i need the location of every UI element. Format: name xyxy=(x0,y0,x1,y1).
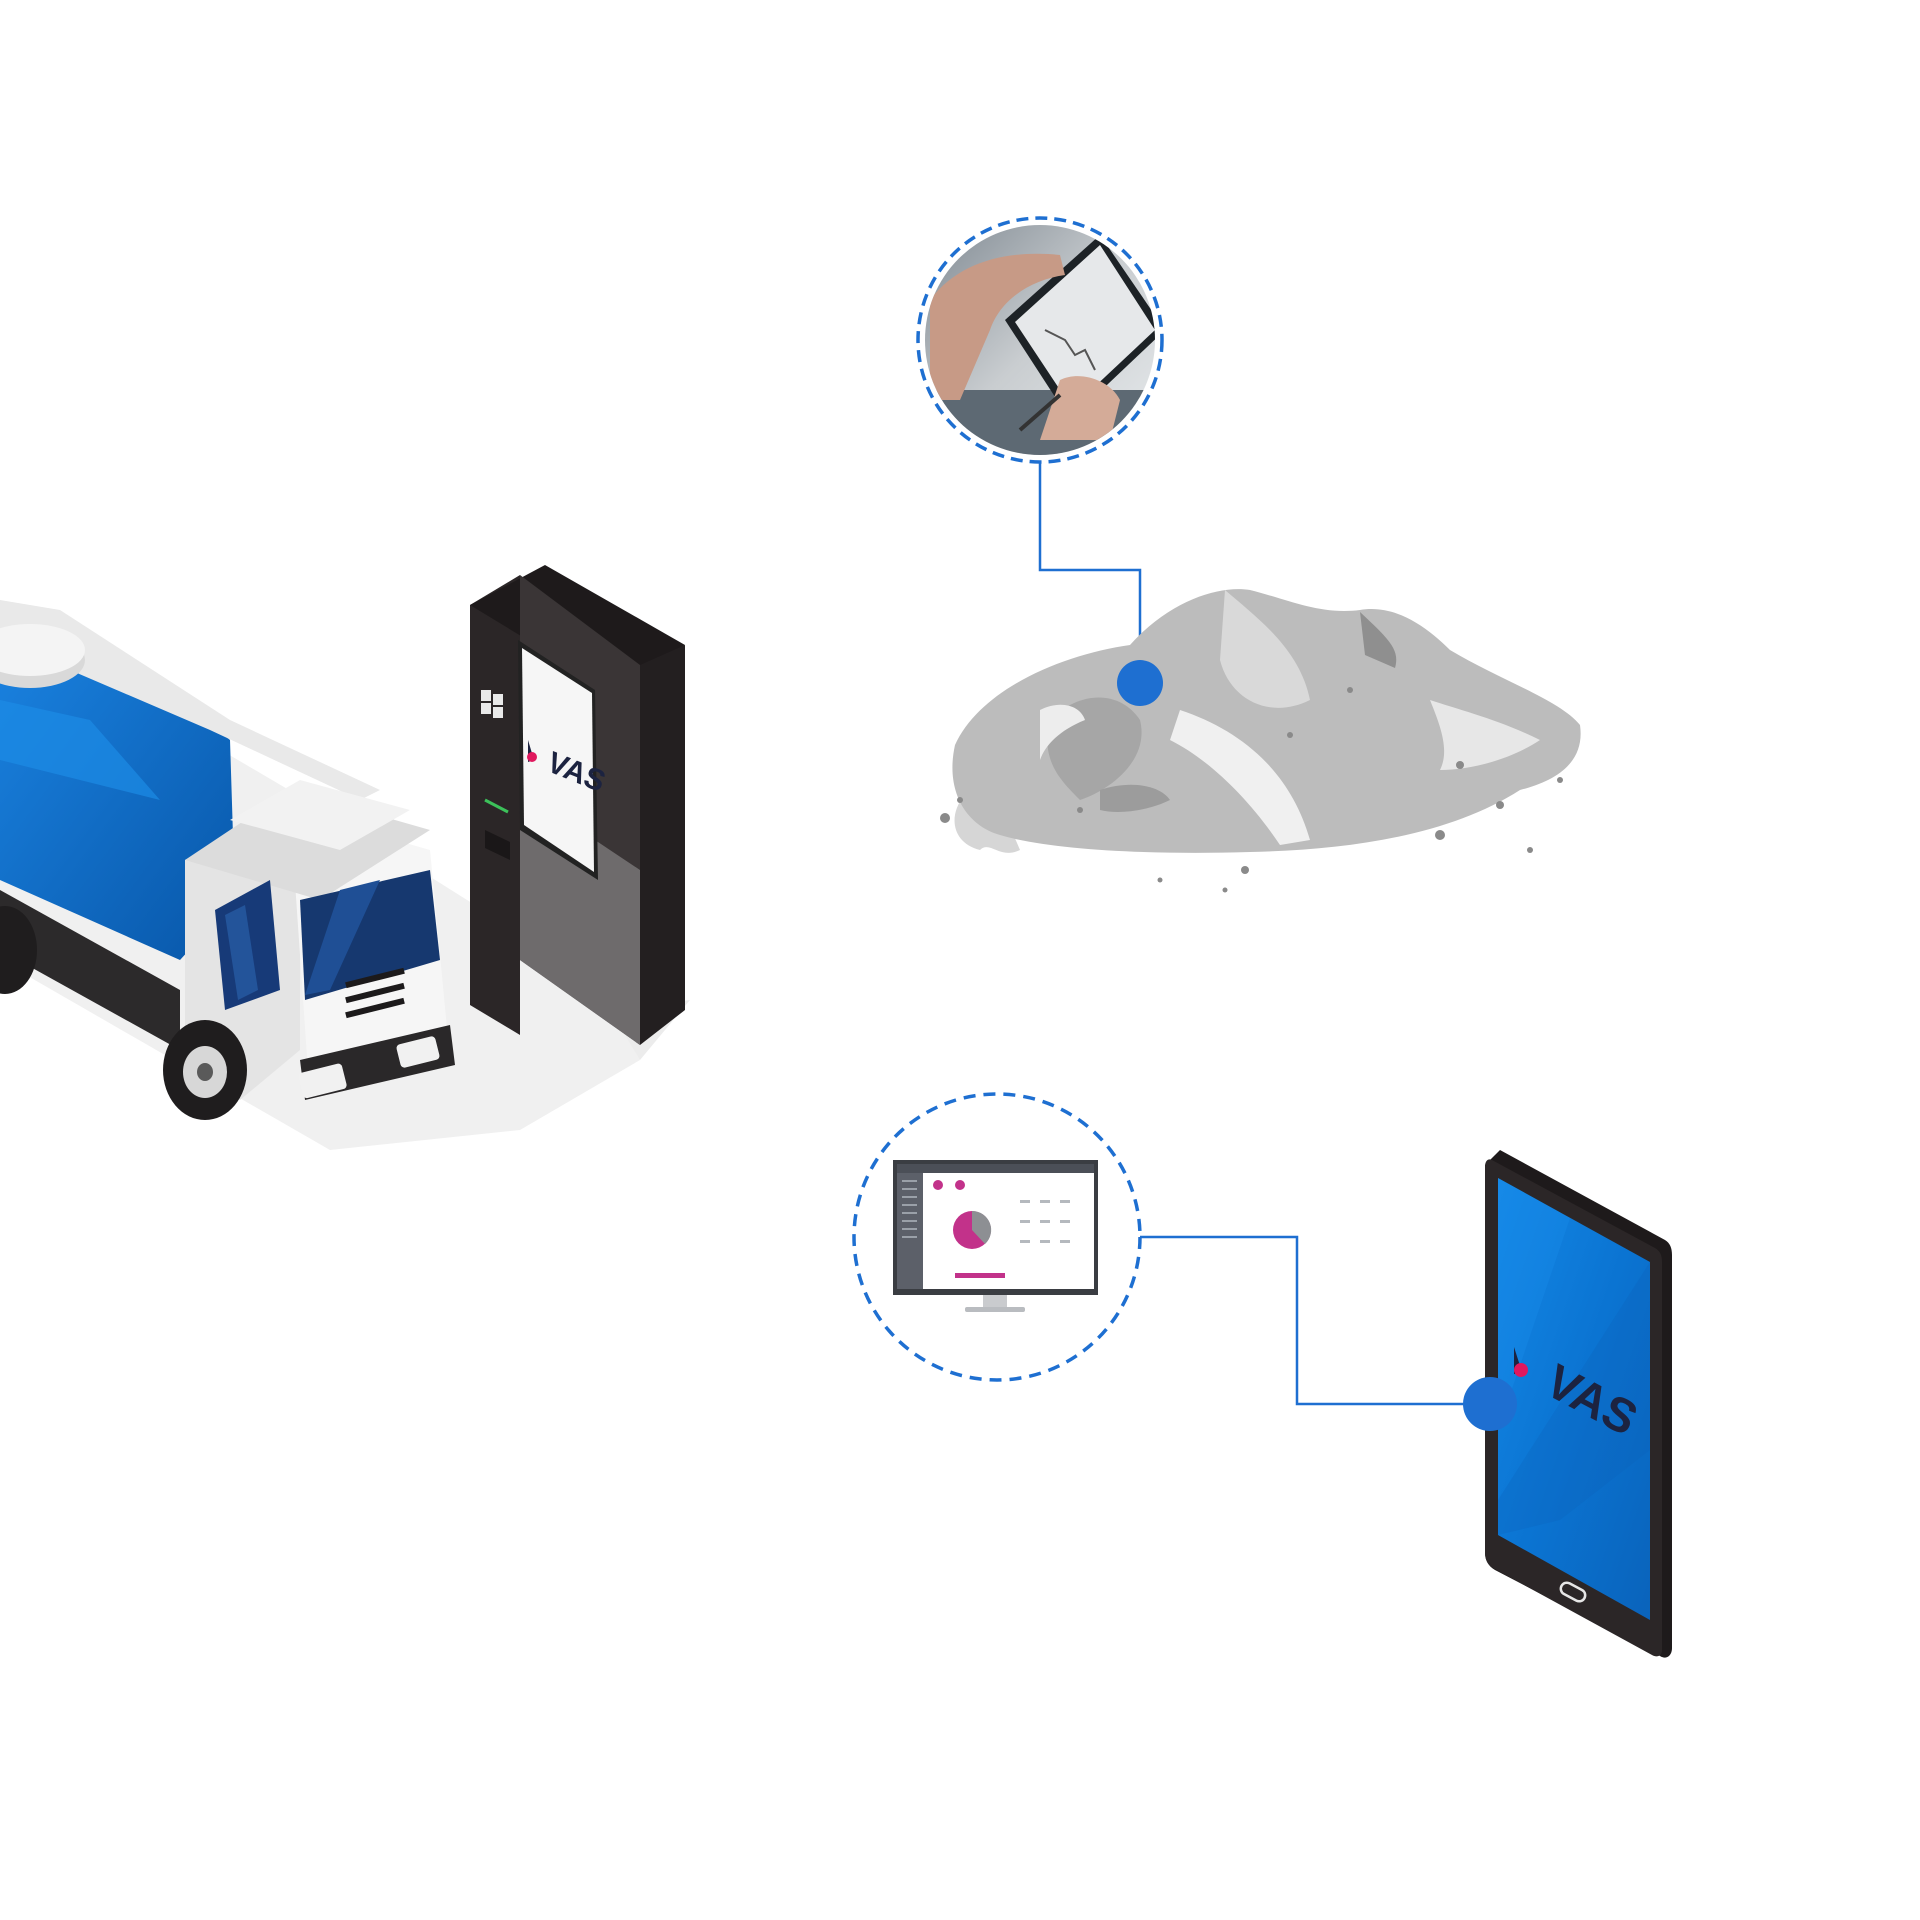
pile-connector-dot xyxy=(1117,660,1163,706)
tanker-truck-icon xyxy=(0,600,640,1150)
vas-kiosk-terminal-icon: VAS xyxy=(470,565,690,1060)
connector-photo-to-pile xyxy=(1038,462,1142,678)
handheld-signature-photo xyxy=(916,216,1164,464)
vas-logo-icon xyxy=(1514,1347,1528,1377)
vas-tablet-icon: VAS xyxy=(1463,1150,1672,1658)
dashboard-monitor-icon xyxy=(852,1092,1142,1382)
connector-monitor-to-tablet xyxy=(1140,1235,1490,1406)
gravel-pile-icon xyxy=(940,589,1581,893)
vas-logo-icon xyxy=(527,740,537,762)
tablet-connector-dot xyxy=(1463,1377,1517,1431)
